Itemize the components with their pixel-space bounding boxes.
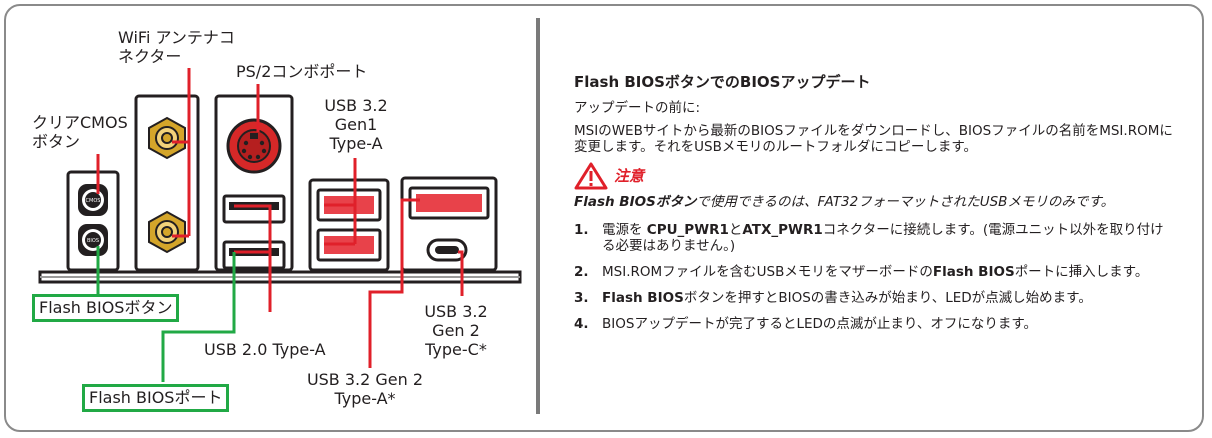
ps2-label: PS/2コンボポート — [236, 62, 368, 81]
step-item: 1. 電源を CPU_PWR1とATX_PWR1コネクターに接続します。(電源ユニ… — [574, 222, 1174, 254]
step-text: と — [728, 222, 743, 238]
usb32-gen2a-label: USB 3.2 Gen 2 Type-A* — [300, 370, 430, 408]
step-text: コネクターに接続します。(電源ユニット以外を取り付ける必要はありません。) — [602, 222, 1164, 254]
steps-list: 1. 電源を CPU_PWR1とATX_PWR1コネクターに接続します。(電源ユニ… — [574, 222, 1174, 332]
usb32-gen2-block — [400, 176, 498, 272]
usb32-gen1-block — [308, 178, 390, 272]
instructions-title: Flash BIOSボタンでのBIOSアップデート — [574, 73, 871, 91]
step-text: MSI.ROMファイルを含むUSBメモリをマザーボードの — [602, 264, 933, 280]
step-bold: ATX_PWR1 — [742, 222, 823, 238]
caution-label: 注意 — [614, 167, 645, 185]
usb32-gen2c-label: USB 3.2 Gen 2 Type-C* — [414, 302, 498, 359]
step-number: 4. — [574, 316, 589, 332]
usb20-label: USB 2.0 Type-A — [204, 340, 326, 359]
wifi-label-text: WiFi アンテナコ ネクター — [118, 28, 235, 66]
figure-frame — [4, 4, 1204, 432]
download-text: MSIのWEBサイトから最新のBIOSファイルをダウンロードし、BIOSファイル… — [574, 123, 1173, 155]
usb32-gen1-label: USB 3.2 Gen1 Type-A — [318, 96, 394, 153]
ps2-port — [226, 118, 282, 174]
step-text: 電源を — [602, 222, 647, 238]
before-text: アップデートの前に: — [574, 100, 701, 116]
step-bold: Flash BIOS — [602, 290, 684, 306]
caution-note: Flash BIOSボタンで使用できるのは、FAT32フォーマットされたUSBメ… — [574, 194, 1174, 210]
step-number: 3. — [574, 290, 589, 306]
note-bold: Flash BIOSボタン — [574, 194, 697, 210]
step-number: 2. — [574, 264, 589, 280]
warning-icon — [574, 162, 608, 190]
wifi-antenna-block — [134, 94, 200, 272]
antenna-connector-bottom — [148, 210, 186, 254]
bios-key-text: BIOS — [87, 238, 99, 244]
wifi-label: WiFi アンテナコ ネクター — [118, 28, 235, 66]
step-text: ポートに挿入します。 — [1014, 264, 1149, 280]
step-bold: CPU_PWR1 — [646, 222, 729, 238]
step-item: 3. Flash BIOSボタンを押すとBIOSの書き込みが始まり、LEDが点滅し… — [574, 290, 1174, 306]
antenna-connector-top — [148, 116, 186, 160]
instructions-panel: Flash BIOSボタンでのBIOSアップデート アップデートの前に: MSI… — [574, 74, 1174, 342]
ps2-usb2-block — [214, 94, 294, 272]
rear-io-diagram: CMOS BIOS — [38, 68, 522, 382]
button-block: CMOS BIOS — [66, 170, 120, 272]
step-text: ボタンを押すとBIOSの書き込みが始まり、LEDが点滅し始めます。 — [683, 290, 1092, 306]
clear-cmos-label: クリアCMOS ボタン — [32, 113, 128, 151]
section-divider — [536, 18, 540, 414]
caution-row: 注意 — [574, 162, 1174, 190]
usb32-gen1-label-text: USB 3.2 Gen1 Type-A — [324, 96, 388, 153]
usb32-gen2a-label-text: USB 3.2 Gen 2 Type-A* — [306, 370, 424, 408]
io-shield-base — [38, 270, 522, 284]
clear-cmos-label-text: クリアCMOS ボタン — [32, 113, 128, 151]
red-callouts — [96, 68, 464, 368]
green-callouts — [96, 246, 236, 382]
flash-bios-button-label: Flash BIOSボタン — [32, 294, 180, 322]
usb20-port-top — [222, 194, 286, 224]
step-bold: Flash BIOS — [932, 264, 1015, 280]
step-text: BIOSアップデートが完了するとLEDの点滅が止まり、オフになります。 — [602, 316, 1037, 332]
flash-bios-port-label: Flash BIOSポート — [82, 384, 230, 412]
note-rest: で使用できるのは、FAT32フォーマットされたUSBメモリのみです。 — [696, 194, 1115, 210]
cmos-key-text: CMOS — [86, 198, 101, 204]
usb32-gen2c-label-text: USB 3.2 Gen 2 Type-C* — [424, 302, 488, 359]
step-number: 1. — [574, 222, 589, 238]
step-item: 4. BIOSアップデートが完了するとLEDの点滅が止まり、オフになります。 — [574, 316, 1174, 332]
step-item: 2. MSI.ROMファイルを含むUSBメモリをマザーボードのFlash BIOS… — [574, 264, 1174, 280]
